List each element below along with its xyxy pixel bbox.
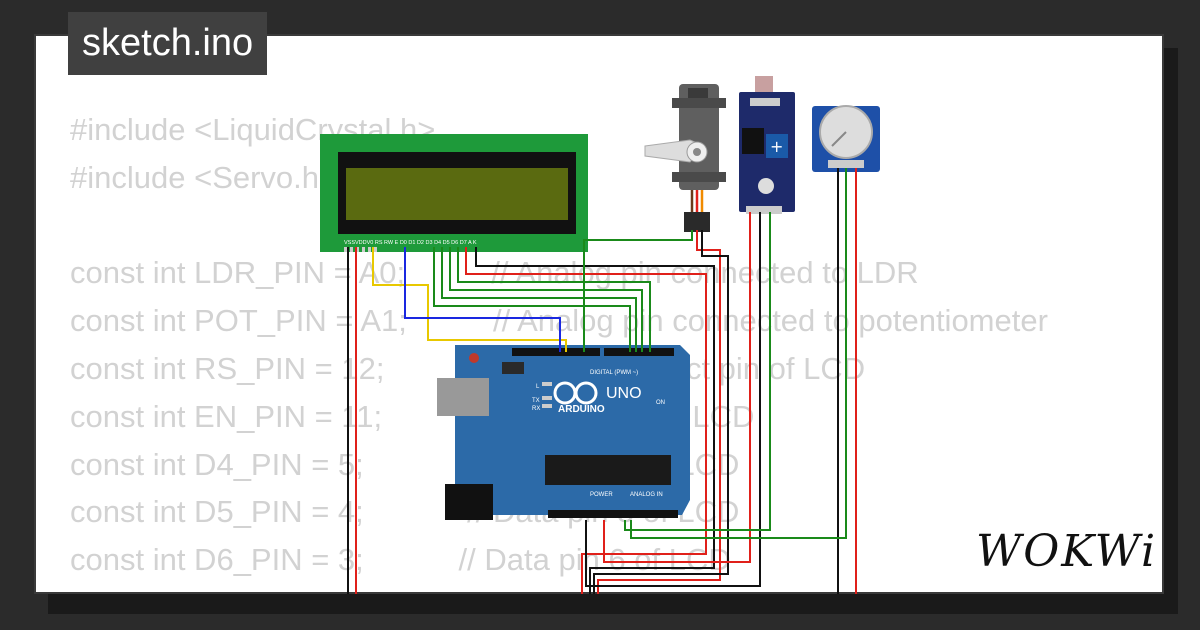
potentiometer-module	[812, 105, 880, 172]
l-label: L	[536, 384, 540, 390]
power-label: POWER	[590, 492, 613, 498]
tx-label: TX	[532, 398, 540, 404]
code-line: const int D7_PIN = 2; // Data pin 7 of L…	[70, 584, 1048, 592]
sketch-title: sketch.ino	[68, 12, 268, 75]
code-line: #include <Servo.h>	[70, 159, 338, 195]
wires	[347, 168, 857, 594]
on-label: ON	[656, 400, 665, 406]
wokwi-logo: WOKWi	[976, 526, 1158, 577]
project-card: #include <LiquidCrystal.h>#include <Serv…	[34, 34, 1164, 594]
arduino-model: UNO	[606, 385, 642, 402]
servo-motor	[644, 84, 726, 232]
arduino-uno-board: ARDUINO UNO DIGITAL (PWM ~) POWER ANALOG…	[437, 345, 690, 520]
code-line: const int LDR_PIN = A0; // Analog pin co…	[70, 255, 919, 291]
ldr-sensor-module: +	[739, 76, 795, 214]
lcd-display: VSSVDDV0 RS RW E D0 D1 D2 D3 D4 D5 D6 D7…	[320, 134, 588, 252]
svg-text:+: +	[770, 137, 783, 156]
analog-label: ANALOG IN	[630, 492, 663, 498]
digital-label: DIGITAL (PWM ~)	[590, 370, 638, 376]
rx-label: RX	[532, 406, 540, 412]
code-background: #include <LiquidCrystal.h>#include <Serv…	[70, 106, 1048, 592]
lcd-pin-labels: VSSVDDV0 RS RW E D0 D1 D2 D3 D4 D5 D6 D7…	[344, 240, 477, 246]
arduino-brand: ARDUINO	[558, 404, 605, 415]
